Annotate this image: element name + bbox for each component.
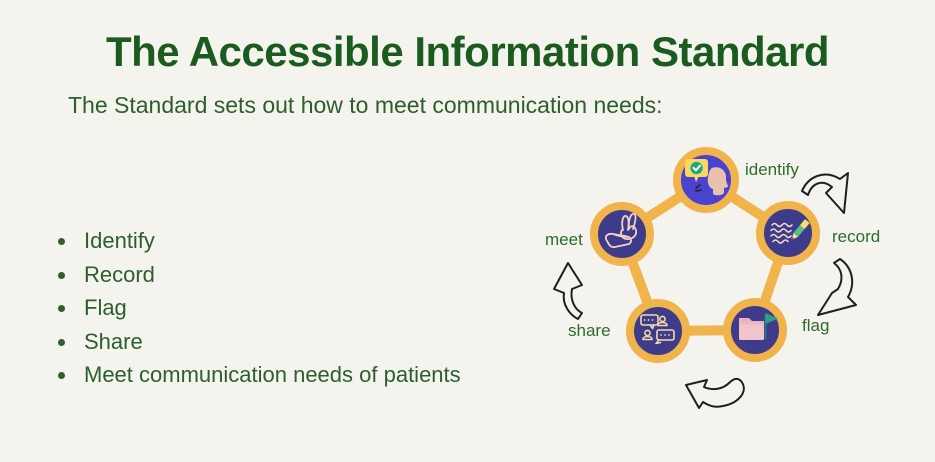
folder-flag-icon — [739, 313, 778, 340]
bullet-list: Identify Record Flag Share Meet communic… — [48, 224, 461, 392]
arrow-identify-to-record-icon — [801, 172, 849, 214]
cycle-diagram: identify record flag share meet — [540, 135, 935, 425]
node-record — [756, 201, 820, 265]
node-share — [626, 299, 690, 363]
arrow-record-to-flag-icon — [817, 258, 857, 316]
node-label-meet: meet — [545, 230, 583, 249]
node-label-record: record — [832, 227, 881, 246]
list-item-flag: Flag — [78, 291, 461, 325]
page-title: The Accessible Information Standard — [105, 28, 830, 75]
chat-exchange-people-icon — [640, 314, 675, 345]
sign-language-hands-icon — [604, 213, 638, 249]
page-subtitle: The Standard sets out how to meet commun… — [68, 92, 663, 118]
speech-bubble-check-face-icon — [685, 159, 728, 196]
pencil-writing-icon — [770, 219, 810, 244]
arrow-share-to-meet-icon — [553, 262, 583, 320]
arrow-flag-to-share-icon — [685, 377, 745, 409]
node-meet — [590, 202, 654, 266]
node-label-flag: flag — [802, 316, 830, 335]
node-flag — [723, 298, 787, 362]
node-label-identify: identify — [745, 160, 799, 179]
list-item-meet: Meet communication needs of patients — [78, 358, 461, 392]
node-identify — [673, 147, 739, 213]
node-label-share: share — [568, 321, 611, 340]
list-item-identify: Identify — [78, 224, 461, 258]
list-item-share: Share — [78, 325, 461, 359]
cycle-diagram-graphic — [553, 147, 857, 409]
list-item-record: Record — [78, 258, 461, 292]
